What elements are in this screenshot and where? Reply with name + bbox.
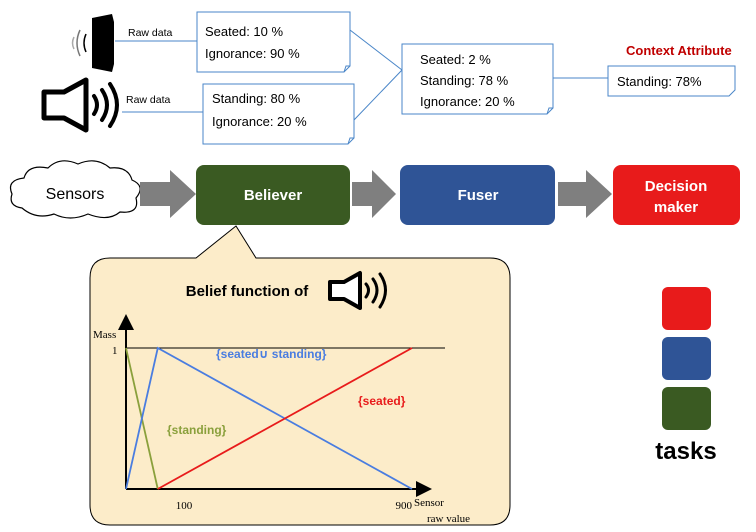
decision-label-line1: Decision [645, 178, 708, 195]
sensor1-reading: Seated: 10 % [205, 24, 283, 39]
speaker-icon [328, 271, 387, 310]
decision-maker-box [613, 165, 740, 225]
fused-reading: Ignorance: 20 % [420, 94, 515, 109]
x-axis-label-line1: Sensor [414, 497, 444, 509]
series-label-seated: {seated} [358, 394, 406, 408]
fused-note [401, 43, 554, 115]
sensor2-reading: Ignorance: 20 % [212, 114, 307, 129]
merge-line [349, 29, 403, 71]
x-tick-label: 100 [176, 500, 193, 512]
pipeline-arrow [558, 170, 612, 218]
pipeline-arrow [140, 170, 196, 218]
fused-reading: Seated: 2 % [420, 52, 491, 67]
sensor2-note [202, 83, 355, 145]
sensor1-note [196, 11, 351, 73]
y-tick-label: 1 [112, 345, 118, 357]
legend-swatch-blue [662, 337, 711, 380]
x-tick-label: 900 [396, 500, 413, 512]
legend-label: tasks [655, 438, 716, 465]
pipeline-arrow [352, 170, 396, 218]
sensor1-reading: Ignorance: 90 % [205, 46, 300, 61]
context-title: Context Attribute [626, 43, 732, 58]
believer-box [196, 165, 350, 225]
series-label-both: {seated∪ standing} [216, 347, 327, 361]
legend-swatch-green [662, 387, 711, 430]
context-note [607, 65, 736, 97]
y-axis-label: Mass [93, 329, 116, 341]
belief-callout [89, 225, 511, 526]
fuser-label: Fuser [458, 187, 499, 204]
seat-sensor-icon [71, 14, 114, 72]
series-label-standing: {standing} [167, 423, 227, 437]
series-line-seated-or-standing [125, 346, 413, 490]
context-value: Standing: 78% [617, 74, 702, 89]
decision-label-line2: maker [654, 199, 698, 216]
fuser-box [400, 165, 555, 225]
legend-swatch-red [662, 287, 711, 330]
sensor2-reading: Standing: 80 % [212, 91, 301, 106]
sensors-label: Sensors [46, 186, 105, 203]
fused-reading: Standing: 78 % [420, 73, 509, 88]
belief-title: Belief function of [186, 283, 309, 300]
believer-label: Believer [244, 187, 303, 204]
sensor1-raw-label: Raw data [128, 27, 173, 39]
speaker-icon [41, 77, 119, 133]
sensor2-raw-label: Raw data [126, 94, 171, 106]
merge-line [353, 69, 403, 121]
series-line-seated [157, 347, 413, 490]
x-axis-label-line2: raw value [427, 513, 470, 525]
sensors-cloud [9, 160, 141, 219]
belief-chart: Mass 1 100 900 Sensor raw value {seated∪… [93, 314, 470, 525]
